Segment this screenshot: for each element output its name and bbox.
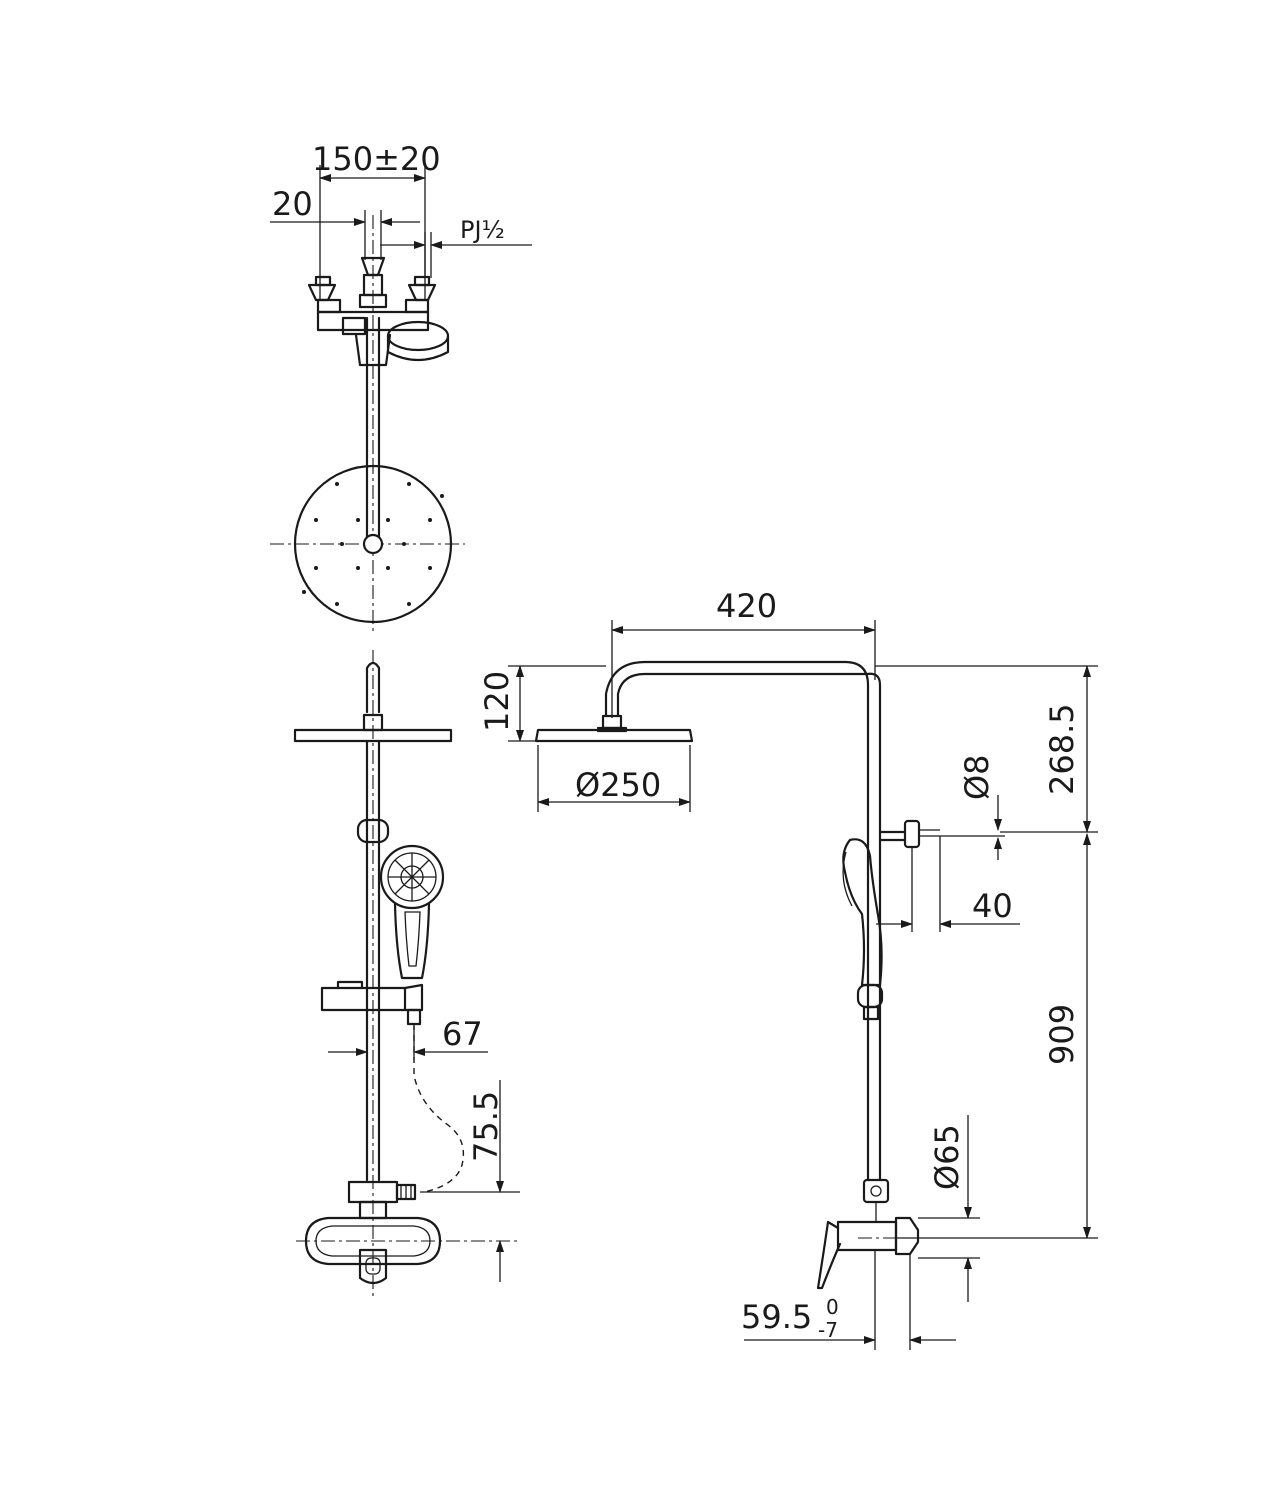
- dim-wall-depth-tol-lower: -7: [818, 1318, 838, 1342]
- dim-thread: PJ½: [460, 216, 505, 244]
- dim-bar-offset: 67: [442, 1015, 483, 1053]
- dim-wall-depth: 59.5: [741, 1298, 812, 1336]
- dim-centers: 150±20: [312, 140, 441, 178]
- dim-arm-reach: 420: [716, 587, 777, 625]
- riser-pipe: [604, 660, 870, 1182]
- top-view: 150±20 20 PJ½: [270, 140, 532, 632]
- dim-riser-height: 909: [1043, 1004, 1081, 1065]
- mixer-lever-side: [816, 1220, 842, 1290]
- dim-hose-connector: 75.5: [467, 1091, 505, 1162]
- dim-hose-diameter: Ø8: [958, 754, 996, 800]
- dim-flange-diameter: Ø65: [928, 1124, 966, 1190]
- dim-offset: 20: [272, 185, 313, 223]
- nozzle-dots: [302, 482, 444, 606]
- front-view: 67 75.5: [293, 650, 520, 1300]
- dim-height-top: 268.5: [1043, 703, 1081, 795]
- rain-head-side: [534, 728, 694, 743]
- dim-wall-depth-tol-upper: 0: [826, 1295, 839, 1319]
- dim-drop: 120: [478, 671, 516, 732]
- dim-hook-offset: 40: [972, 887, 1013, 925]
- dim-rain-head-diameter: Ø250: [575, 766, 661, 804]
- mixer-front: [304, 1216, 442, 1266]
- hand-shower-side: [842, 838, 883, 987]
- side-view: 420 120 Ø250 268.5 Ø8 40 909 Ø65: [478, 587, 1098, 1350]
- hand-shower-face: [379, 844, 445, 910]
